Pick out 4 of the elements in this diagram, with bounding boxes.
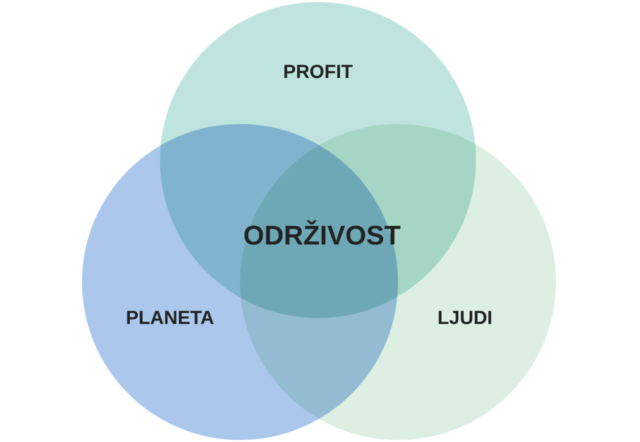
circle-label: LJUDI <box>438 308 492 330</box>
circle-label: PROFIT <box>283 62 353 84</box>
circle-label: PLANETA <box>126 308 214 330</box>
center-label: ODRŽIVOST <box>243 220 401 252</box>
